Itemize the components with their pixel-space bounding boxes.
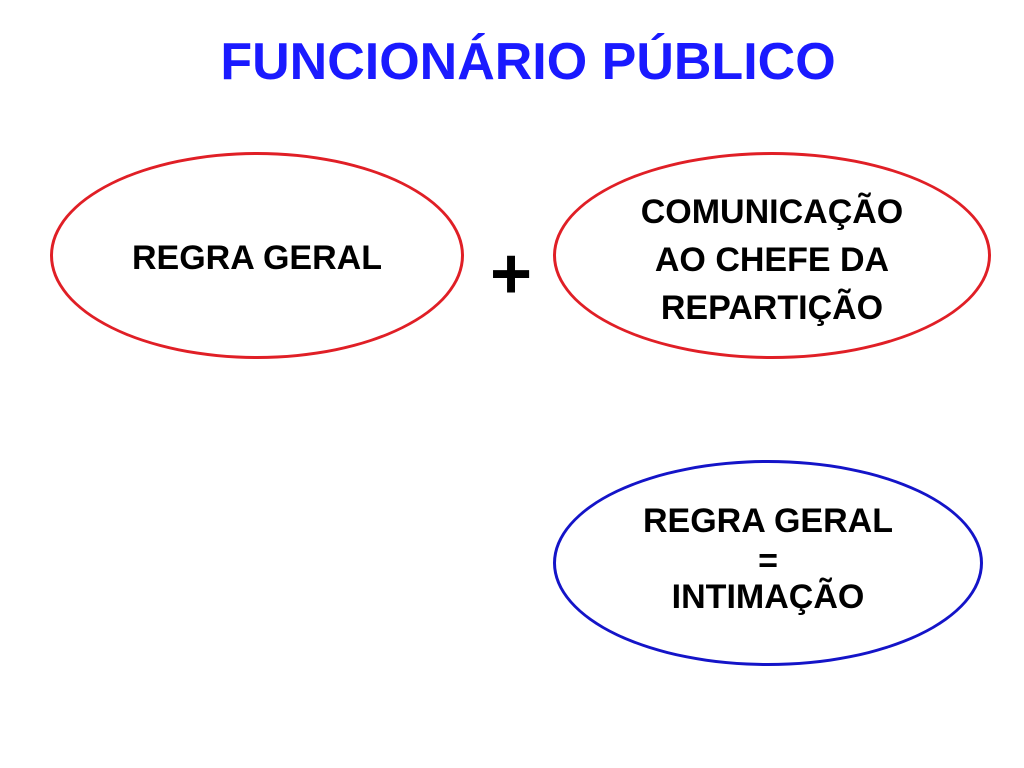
comunicacao-line3: REPARTIÇÃO (660, 289, 884, 327)
plus-operator: + (490, 234, 533, 314)
regra-geral-label: REGRA GERAL (132, 239, 382, 277)
slide-title: FUNCIONÁRIO PÚBLICO (220, 33, 836, 91)
intimacao-line1: REGRA GERAL (643, 502, 893, 540)
equals-sign: = (758, 542, 778, 580)
comunicacao-line1: COMUNICAÇÃO (640, 193, 904, 231)
intimacao-ellipse (553, 460, 983, 666)
comunicacao-line2: AO CHEFE DA (654, 241, 890, 279)
intimacao-line3: INTIMAÇÃO (671, 578, 865, 616)
comunicacao-ellipse (553, 152, 991, 359)
regra-geral-ellipse (50, 152, 464, 359)
